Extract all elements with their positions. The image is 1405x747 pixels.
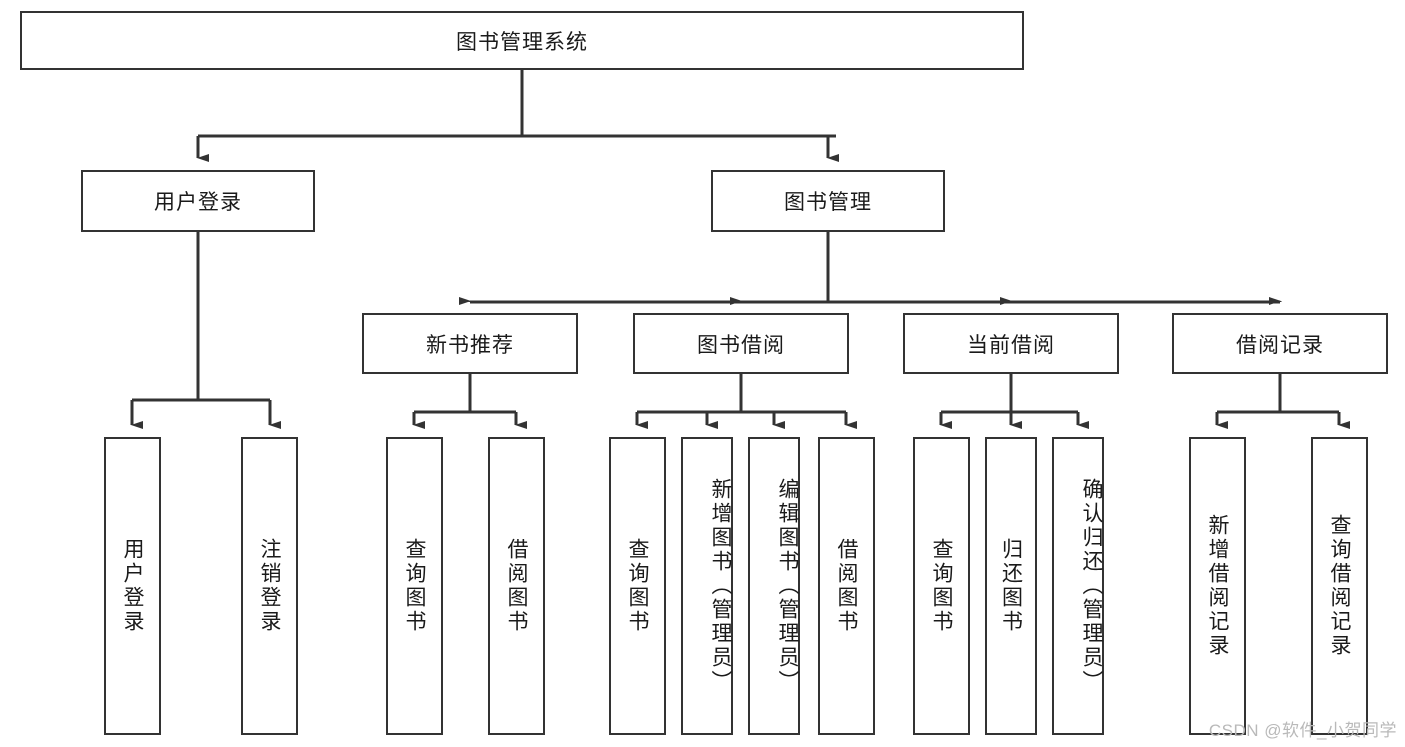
node-leaf-borrow-book-2[interactable]: 借阅图书 — [818, 437, 875, 735]
node-leaf-return-book[interactable]: 归还图书 — [985, 437, 1037, 735]
node-leaf-edit-book[interactable]: 编辑图书（管理员） — [748, 437, 800, 735]
node-book-manage[interactable]: 图书管理 — [711, 170, 945, 232]
node-user-login[interactable]: 用户登录 — [81, 170, 315, 232]
node-leaf-user-login[interactable]: 用户登录 — [104, 437, 161, 735]
node-leaf-query-book-3[interactable]: 查询图书 — [913, 437, 970, 735]
node-leaf-query-record[interactable]: 查询借阅记录 — [1311, 437, 1368, 735]
node-current-borrow[interactable]: 当前借阅 — [903, 313, 1119, 374]
node-leaf-add-book[interactable]: 新增图书（管理员） — [681, 437, 733, 735]
node-leaf-add-record[interactable]: 新增借阅记录 — [1189, 437, 1246, 735]
node-leaf-confirm-return[interactable]: 确认归还（管理员） — [1052, 437, 1104, 735]
node-leaf-query-book-2[interactable]: 查询图书 — [609, 437, 666, 735]
node-leaf-query-book-1[interactable]: 查询图书 — [386, 437, 443, 735]
node-leaf-logout[interactable]: 注销登录 — [241, 437, 298, 735]
node-new-book-rec[interactable]: 新书推荐 — [362, 313, 578, 374]
watermark-credit: CSDN @软件_小贺同学 — [1208, 721, 1397, 740]
node-root-system[interactable]: 图书管理系统 — [20, 11, 1024, 70]
node-leaf-borrow-book-1[interactable]: 借阅图书 — [488, 437, 545, 735]
node-book-borrow[interactable]: 图书借阅 — [633, 313, 849, 374]
node-borrow-record[interactable]: 借阅记录 — [1172, 313, 1388, 374]
